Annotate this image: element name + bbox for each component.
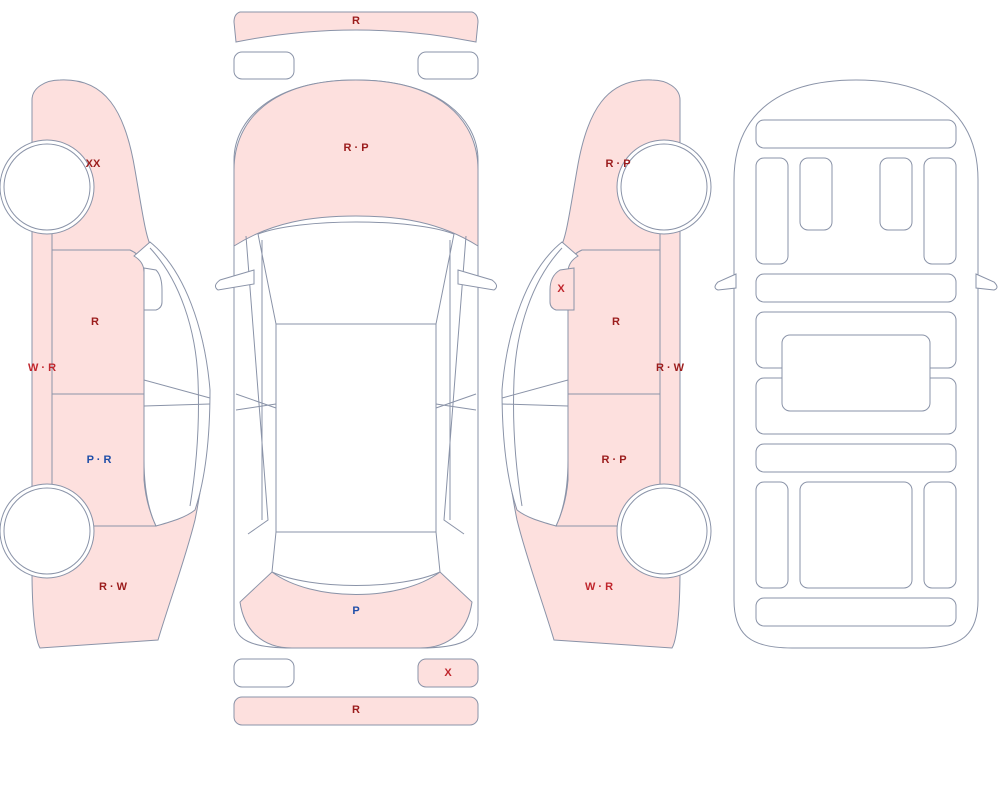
rear-bumper[interactable] (233, 696, 479, 726)
front-right-seat[interactable] (879, 157, 913, 231)
left-window-curve (149, 247, 200, 507)
label-left-sill: W · R (28, 362, 56, 374)
right-pillar-line-1 (501, 379, 569, 399)
left-a-pillar-line (245, 235, 269, 535)
label-left-door-front: R (91, 316, 99, 328)
taillight-left[interactable] (233, 658, 295, 688)
left-pillar-line-2 (143, 403, 211, 407)
interior-right-mirror (975, 273, 998, 291)
rear-window (271, 531, 441, 586)
rear-right-seat[interactable] (923, 481, 957, 589)
label-front-bumper: R (352, 15, 360, 27)
right-window-curve (512, 247, 563, 507)
label-trunk-lid: P (352, 605, 359, 617)
front-left-seat[interactable] (799, 157, 833, 231)
interior-left-mirror (714, 273, 737, 291)
top-right-mirror[interactable] (457, 269, 498, 291)
label-left-fender-front: XX (86, 158, 101, 170)
right-a-pillar-line (443, 235, 467, 535)
left-rear-wheel (0, 483, 95, 579)
left-side-view: XX R W · R P · R R · W (0, 79, 211, 649)
label-right-quarter: W · R (585, 581, 613, 593)
label-right-fender-front: R · P (605, 158, 630, 170)
label-right-door-front: R (612, 316, 620, 328)
headlight-right[interactable] (417, 51, 479, 80)
dashboard[interactable] (755, 119, 957, 149)
label-hood: R · P (343, 142, 368, 154)
right-rear-wheel (616, 483, 712, 579)
front-right-footwell[interactable] (923, 157, 957, 265)
front-crossmember[interactable] (755, 273, 957, 303)
interior-view (714, 79, 998, 649)
right-door-edge-line (435, 393, 477, 411)
label-rear-bumper: R (352, 704, 360, 716)
left-pillar-line-1 (143, 379, 211, 399)
right-window-frame (501, 241, 579, 527)
roof (275, 323, 437, 533)
left-front-wheel (0, 139, 95, 235)
rear-bench[interactable] (799, 481, 913, 589)
front-left-footwell[interactable] (755, 157, 789, 265)
label-right-sill: R · W (656, 362, 685, 374)
right-pillar-line-2 (501, 403, 569, 407)
rear-crossmember[interactable] (755, 443, 957, 473)
left-mirror[interactable] (143, 267, 163, 311)
center-console[interactable] (781, 334, 931, 412)
right-side-view: R · P X R R · W R · P W · R (501, 79, 712, 649)
right-front-wheel (616, 139, 712, 235)
front-bumper[interactable] (233, 11, 479, 43)
headlight-left[interactable] (233, 51, 295, 80)
cargo-floor[interactable] (755, 597, 957, 627)
rear-left-seat[interactable] (755, 481, 789, 589)
trunk-lid[interactable] (239, 571, 473, 649)
right-mirror[interactable] (549, 267, 575, 311)
label-right-mirror: X (557, 283, 565, 295)
top-view: R R · P P X R (214, 11, 498, 726)
left-door-edge-line (235, 393, 277, 411)
left-window-frame (133, 241, 211, 527)
hood[interactable] (233, 79, 479, 247)
label-left-door-rear: P · R (87, 454, 112, 466)
label-right-door-rear: R · P (601, 454, 626, 466)
taillight-right[interactable] (417, 658, 479, 688)
windshield (257, 221, 455, 325)
label-rear-light-right: X (444, 667, 452, 679)
top-left-mirror[interactable] (214, 269, 255, 291)
label-left-quarter: R · W (99, 581, 128, 593)
